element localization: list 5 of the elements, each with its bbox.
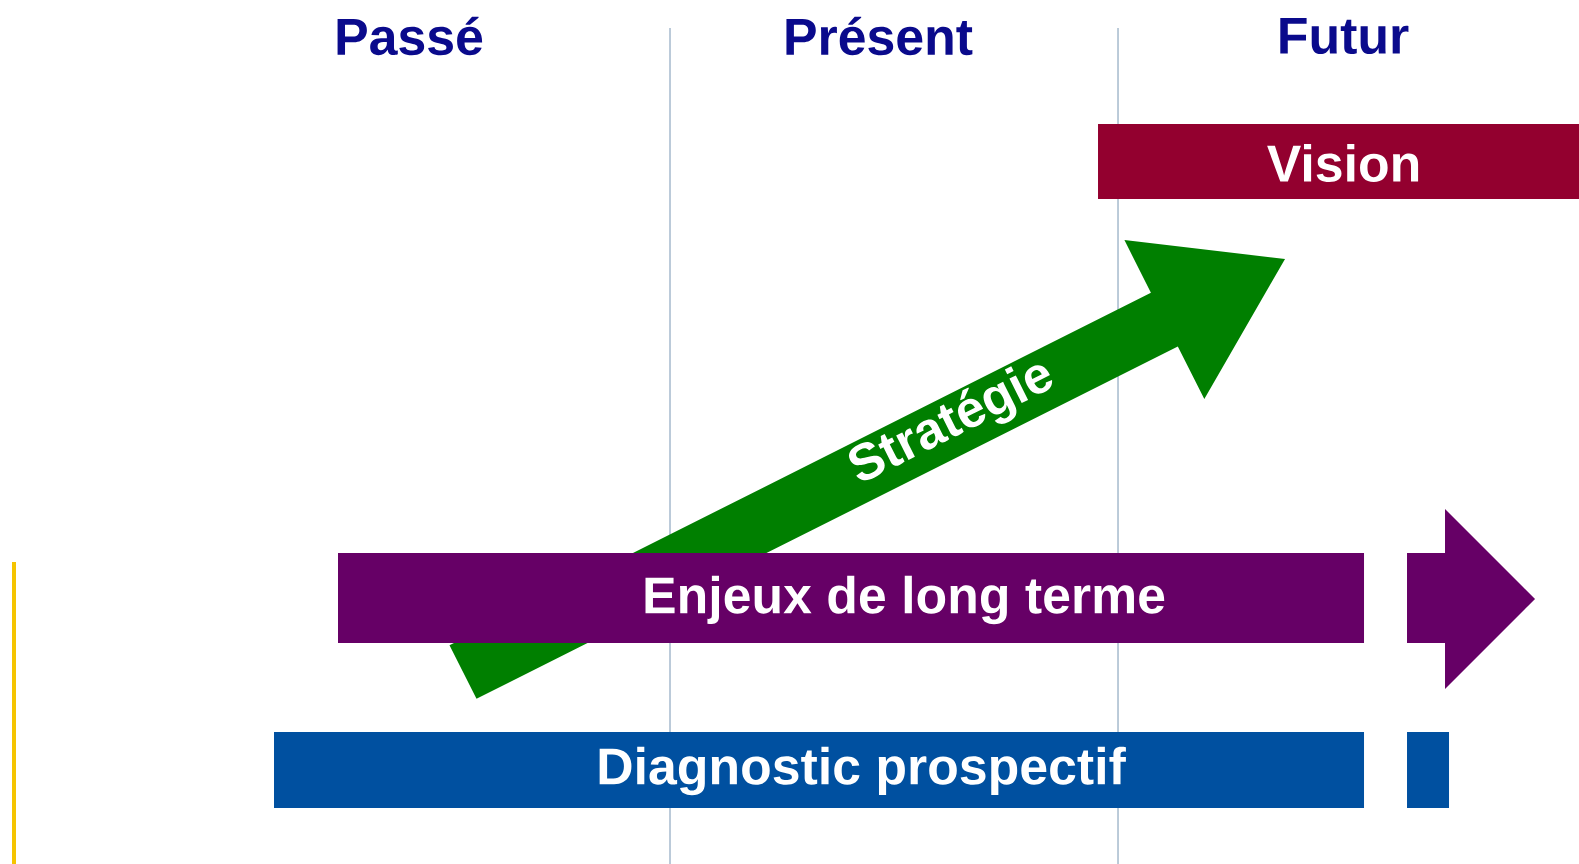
vision-box: Vision (1098, 124, 1579, 199)
column-heading: Présent (786, 16, 973, 56)
column-heading: Futur (1280, 17, 1409, 55)
band: Diagnostic prospectif (274, 732, 1449, 808)
column-heading: Passé (337, 16, 483, 56)
